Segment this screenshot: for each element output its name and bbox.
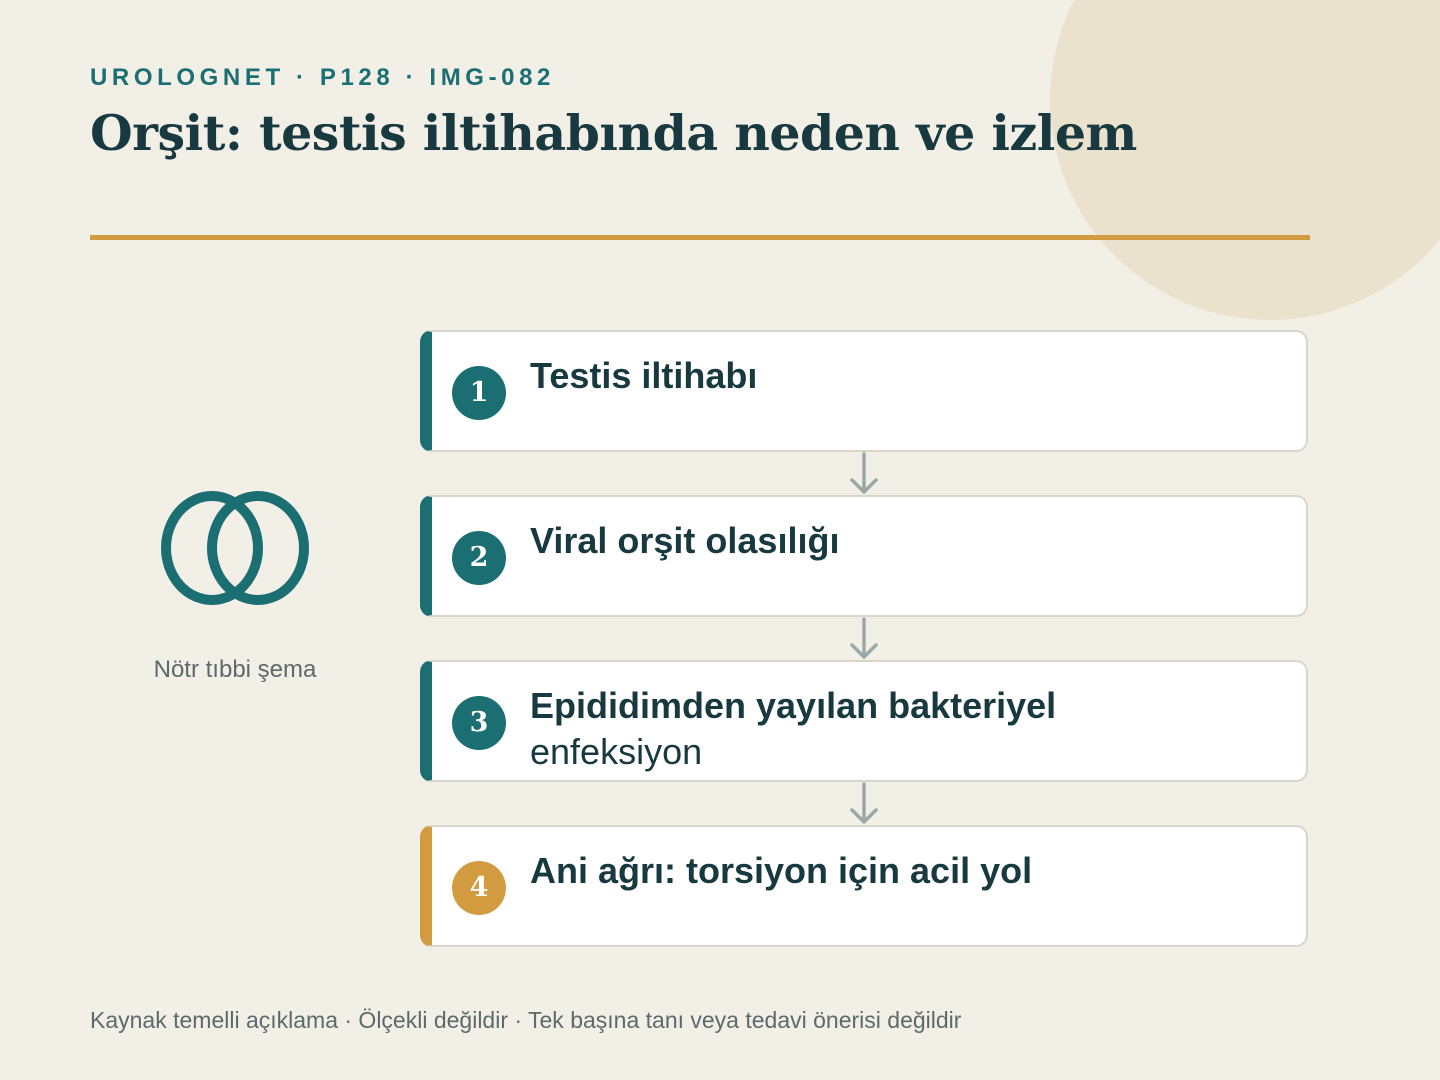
illustration-caption: Nötr tıbbi şema [153, 656, 317, 683]
step-number-badge: 1 [452, 366, 506, 420]
step-card-1: 1 Testis iltihabı [420, 330, 1308, 452]
down-arrow-icon [850, 782, 878, 824]
rings-icon [161, 491, 309, 605]
kicker: UROLOGNET · P128 · IMG-082 [90, 64, 555, 91]
page-title: Orşit: testis iltihabında neden ve izlem [90, 104, 1137, 162]
step-title: Viral orşit olasılığı [530, 520, 840, 561]
step-card-4: 4 Ani ağrı: torsiyon için acil yol [420, 825, 1308, 947]
step-number-badge: 3 [452, 696, 506, 750]
step-card-2: 2 Viral orşit olasılığı [420, 495, 1308, 617]
step-title: Ani ağrı: torsiyon için acil yol [530, 850, 1033, 891]
step-title: Testis iltihabı [530, 355, 758, 396]
step-number-badge: 2 [452, 531, 506, 585]
step-number-badge: 4 [452, 861, 506, 915]
down-arrow-icon [850, 617, 878, 659]
step-card-3: 3 Epididimden yayılan bakteriyel enfeksi… [420, 660, 1308, 782]
footer-note: Kaynak temelli açıklama · Ölçekli değild… [90, 1007, 962, 1033]
illustration: Nötr tıbbi şema [120, 490, 350, 684]
down-arrow-icon [850, 452, 878, 494]
title-divider [90, 235, 1310, 240]
step-title: Epididimden yayılan bakteriyel [530, 685, 1057, 726]
step-subtitle: enfeksiyon [530, 731, 703, 772]
